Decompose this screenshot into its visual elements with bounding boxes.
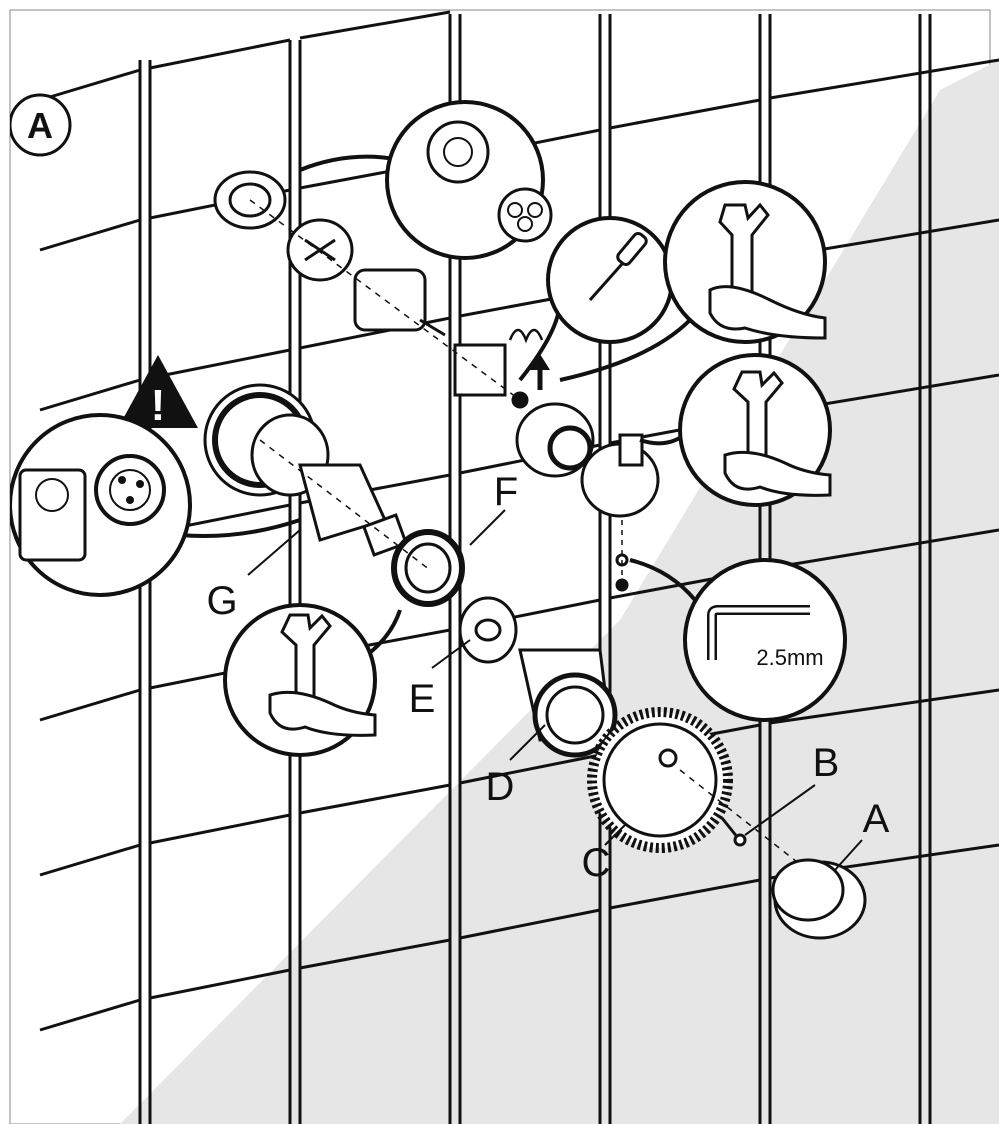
detail-wrench-lower <box>223 603 402 757</box>
label-e: E <box>409 677 436 721</box>
detail-wrench-right <box>639 353 832 507</box>
label-g: G <box>206 579 237 623</box>
detail-wrench-upper <box>559 180 827 382</box>
label-f: F <box>494 470 518 514</box>
label-b: B <box>813 741 840 785</box>
wrench-icon <box>718 202 770 302</box>
warning-icon: ! <box>118 355 198 430</box>
clip-remove <box>508 328 550 390</box>
wrench-icon <box>280 613 332 702</box>
step-marker: A <box>10 93 72 157</box>
wall-shade <box>120 60 999 1124</box>
knurled-handle <box>587 707 821 881</box>
hex-key-icon <box>707 605 810 660</box>
svg-text:!: ! <box>151 381 166 430</box>
cartridge-parts <box>203 383 465 607</box>
screwdriver-icon <box>588 232 648 301</box>
hand-icon <box>708 285 827 340</box>
label-a: A <box>863 797 890 841</box>
detail-cartridge-seals <box>299 100 553 260</box>
wrench-icon <box>732 370 784 462</box>
detail-hex-key: 2.5mm <box>629 558 847 722</box>
detail-cartridge <box>10 413 301 597</box>
part-labels: G F E D C B A <box>206 470 889 885</box>
screw-and-cap <box>720 817 867 940</box>
lever-parts <box>515 402 660 592</box>
cover-parts <box>458 596 618 758</box>
leader-lines <box>247 509 863 871</box>
diverter-parts <box>213 170 529 409</box>
arrow-up-icon <box>530 354 550 390</box>
hand-icon <box>723 450 832 497</box>
label-c: C <box>582 841 611 885</box>
label-d: D <box>486 765 515 809</box>
hand-icon <box>268 690 377 737</box>
hex-key-size: 2.5mm <box>756 645 823 670</box>
svg-text:A: A <box>27 105 53 146</box>
